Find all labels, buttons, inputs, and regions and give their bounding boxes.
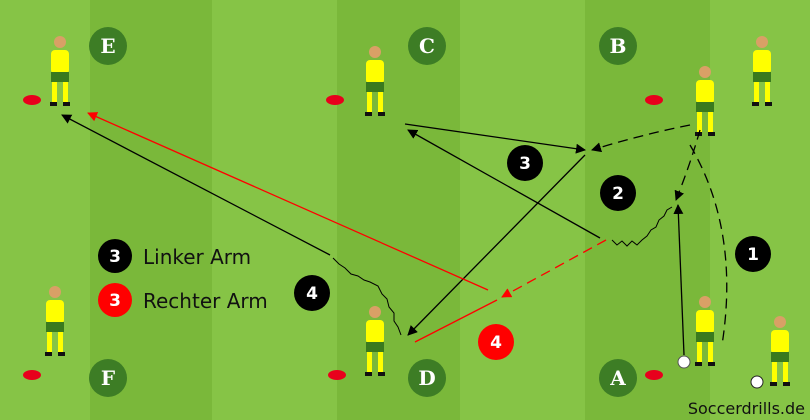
svg-text:C: C <box>419 34 435 58</box>
step-badges: 1 2 3 4 4 <box>294 145 771 360</box>
cone-icon <box>645 95 663 105</box>
station-e: E <box>89 27 127 65</box>
station-b: B <box>599 27 637 65</box>
step-3-badge: 3 <box>507 145 543 181</box>
svg-text:Linker Arm: Linker Arm <box>143 245 251 269</box>
svg-text:E: E <box>100 34 115 58</box>
svg-text:B: B <box>610 34 627 58</box>
station-markers: A B C D E F <box>89 27 637 397</box>
svg-text:Rechter Arm: Rechter Arm <box>143 289 268 313</box>
step-4-black-badge: 4 <box>294 275 330 311</box>
svg-text:3: 3 <box>109 247 121 267</box>
svg-text:1: 1 <box>747 245 759 265</box>
watermark: Soccerdrills.de <box>688 399 805 418</box>
ball-icon <box>750 375 764 389</box>
station-c: C <box>408 27 446 65</box>
step-2-badge: 2 <box>600 175 636 211</box>
step-4-red-badge: 4 <box>478 324 514 360</box>
legend-left-arm: 3 Linker Arm <box>98 239 251 273</box>
cone-icon <box>23 95 41 105</box>
cone-icon <box>326 95 344 105</box>
arrows <box>61 112 728 356</box>
station-a: A <box>599 359 637 397</box>
svg-text:4: 4 <box>306 284 318 304</box>
station-f: F <box>89 359 127 397</box>
legend-right-arm: 3 Rechter Arm <box>98 283 268 317</box>
svg-text:A: A <box>609 366 626 390</box>
svg-text:4: 4 <box>490 333 502 353</box>
svg-text:F: F <box>101 366 115 390</box>
svg-text:3: 3 <box>519 154 531 174</box>
cone-icon <box>645 370 663 380</box>
svg-text:2: 2 <box>612 184 624 204</box>
ball-icon <box>677 355 691 369</box>
svg-text:3: 3 <box>109 291 121 311</box>
step-1-badge: 1 <box>735 236 771 272</box>
station-d: D <box>408 359 446 397</box>
svg-text:D: D <box>418 366 435 390</box>
cone-icon <box>23 370 41 380</box>
players <box>45 36 790 389</box>
cone-icon <box>328 370 346 380</box>
